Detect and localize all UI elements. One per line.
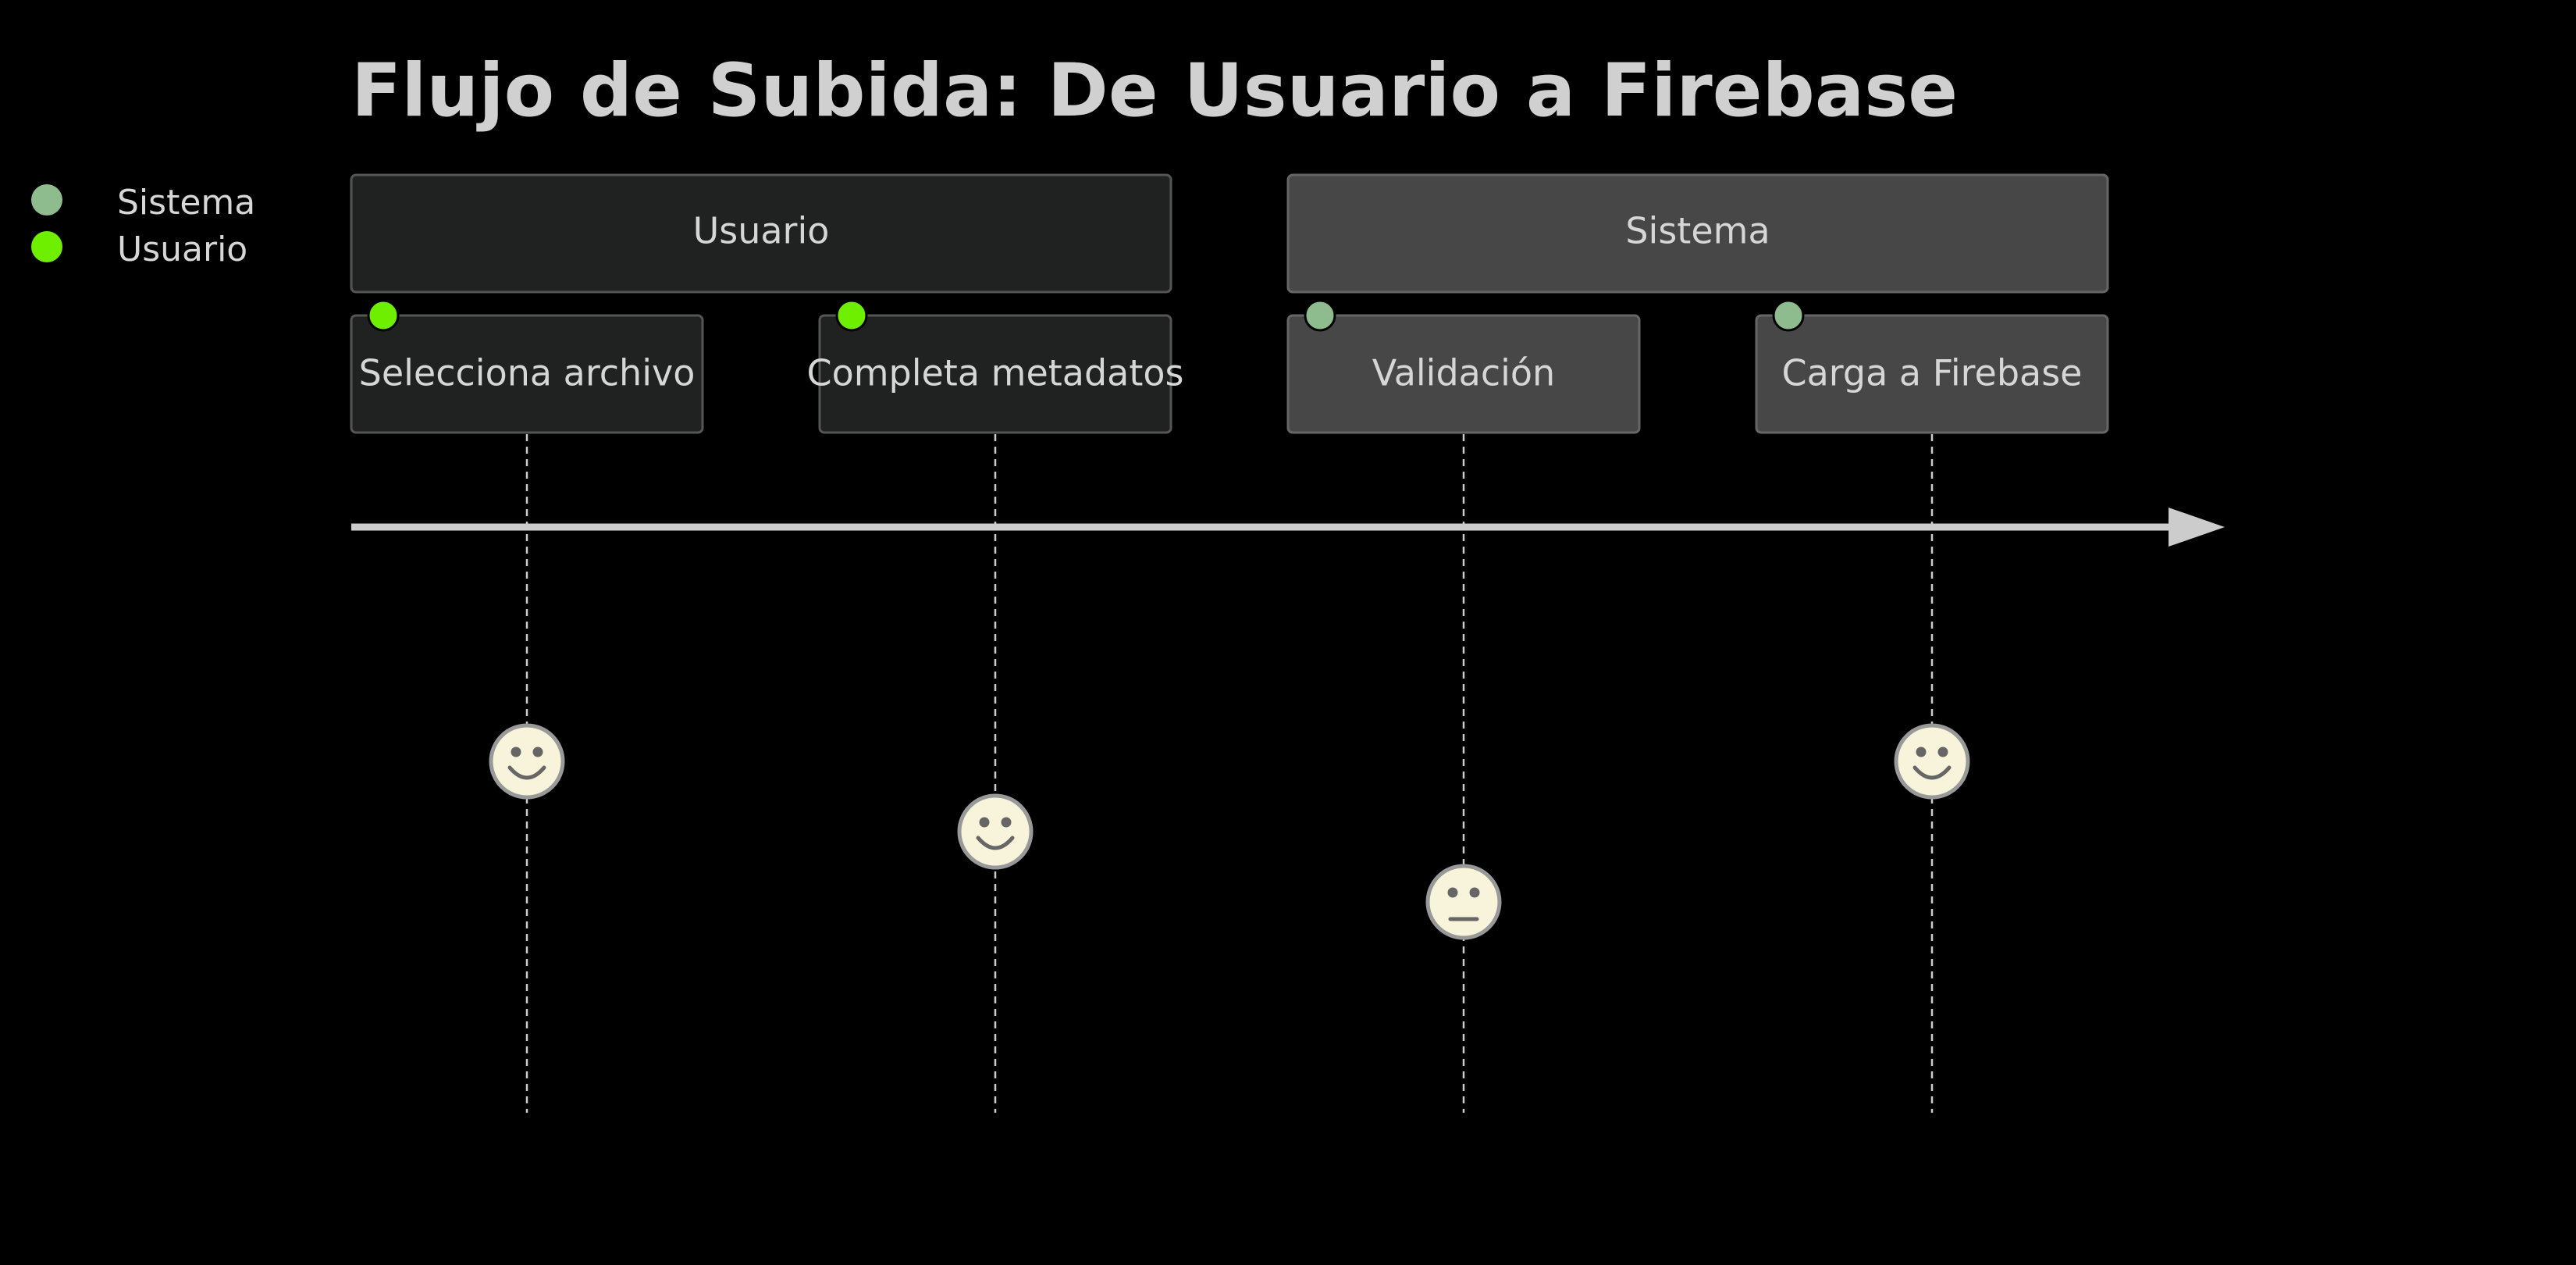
face-circle — [1894, 723, 1970, 800]
face-circle — [1425, 864, 1502, 940]
neutral-face-icon — [1425, 864, 1502, 940]
task-completa-metadatos: Completa metadatos — [806, 299, 1184, 434]
happy-face-icon — [1894, 723, 1970, 800]
face-mouth — [507, 765, 546, 780]
task-box — [1755, 314, 2109, 434]
actor-dot-usuario — [367, 299, 400, 332]
face-circle — [489, 723, 565, 800]
task-validacion: Validación — [1286, 299, 1641, 434]
legend-dot-usuario — [31, 231, 62, 262]
section-label-sistema: Sistema — [1625, 210, 1770, 252]
section-usuario: Usuario — [350, 173, 1172, 294]
face-left-eye — [511, 747, 521, 757]
legend-item-sistema: Sistema — [31, 183, 255, 223]
legend-label-sistema: Sistema — [117, 183, 255, 223]
task-box — [1286, 314, 1641, 434]
task-box — [350, 314, 704, 434]
legend-dot-sistema — [31, 184, 62, 216]
face-right-eye — [1937, 747, 1948, 757]
score-faces — [489, 723, 1970, 940]
task-box — [818, 314, 1172, 434]
section-label-usuario: Usuario — [693, 210, 830, 252]
arrowhead-icon — [2169, 508, 2225, 547]
face-left-eye — [979, 817, 990, 828]
task-lines — [525, 434, 1934, 1113]
actor-dot-sistema — [1304, 299, 1336, 332]
face-right-eye — [532, 747, 543, 757]
task-label: Carga a Firebase — [1782, 352, 2083, 394]
task-label: Completa metadatos — [806, 352, 1183, 394]
section-sistema: Sistema — [1286, 173, 2109, 294]
actor-dot-sistema — [1772, 299, 1805, 332]
face-right-eye — [1001, 817, 1012, 828]
task-label: Validación — [1372, 352, 1555, 394]
diagram-title: Flujo de Subida: De Usuario a Firebase — [351, 48, 1958, 134]
task-selecciona-archivo: Selecciona archivo — [350, 299, 704, 434]
face-right-eye — [1469, 887, 1480, 898]
legend: Sistema Usuario — [31, 183, 255, 269]
section-box-usuario — [350, 173, 1172, 294]
task-carga-firebase: Carga a Firebase — [1755, 299, 2109, 434]
timeline-arrow — [351, 508, 2225, 547]
face-left-eye — [1447, 887, 1458, 898]
face-mouth — [1912, 765, 1952, 780]
section-box-sistema — [1286, 173, 2109, 294]
face-circle — [957, 793, 1034, 870]
face-left-eye — [1916, 747, 1927, 757]
happy-face-icon — [489, 723, 565, 800]
happy-face-icon — [957, 793, 1034, 870]
actor-dot-usuario — [835, 299, 868, 332]
face-mouth — [976, 836, 1015, 850]
legend-item-usuario: Usuario — [31, 230, 247, 269]
legend-label-usuario: Usuario — [117, 230, 247, 269]
task-label: Selecciona archivo — [359, 352, 696, 394]
